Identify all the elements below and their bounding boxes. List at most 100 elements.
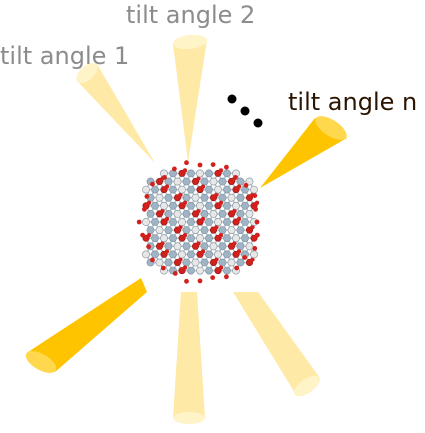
- metal-atom: [245, 177, 254, 186]
- surface-oxygen-atom: [255, 232, 260, 238]
- surface-oxygen-atom: [210, 162, 216, 168]
- metal-atom: [191, 226, 200, 234]
- surface-oxygen-atom: [142, 206, 147, 212]
- metal-atom: [178, 250, 186, 259]
- crystal-atoms: [136, 160, 260, 284]
- surface-oxygen-atom: [172, 166, 177, 172]
- metal-atom: [205, 250, 213, 259]
- metal-atom: [236, 209, 245, 218]
- metal-atom: [182, 258, 191, 267]
- oxygen-atom: [182, 233, 188, 238]
- metal-atom: [241, 201, 249, 210]
- beam-tilt-1-aperture: [76, 62, 98, 84]
- metal-atom: [223, 250, 231, 259]
- metal-atom: [182, 226, 191, 234]
- surface-oxygen-atom: [184, 278, 189, 284]
- surface-oxygen-atom: [197, 278, 203, 284]
- metal-atom: [160, 234, 168, 243]
- metal-atom: [223, 169, 231, 178]
- surface-oxygen-atom: [150, 257, 155, 263]
- metal-atom: [200, 193, 209, 202]
- oxygen-atom: [200, 249, 206, 254]
- metal-atom: [164, 193, 173, 202]
- metal-atom: [164, 226, 173, 234]
- metal-atom: [155, 258, 164, 267]
- metal-atom: [236, 258, 245, 267]
- metal-atom: [155, 226, 164, 234]
- oxygen-atom: [218, 233, 224, 238]
- beam-exit-lower-right-cone: [233, 292, 320, 393]
- metal-atom: [182, 242, 191, 251]
- metal-atom: [196, 169, 204, 178]
- metal-atom: [223, 201, 231, 210]
- beam-tilt-n-cone: [260, 118, 347, 188]
- metal-atom: [187, 250, 195, 259]
- metal-atom: [236, 242, 245, 251]
- oxygen-atom: [250, 257, 255, 262]
- oxygen-atom: [178, 257, 183, 262]
- metal-atom: [205, 266, 213, 275]
- metal-atom: [200, 242, 209, 251]
- surface-oxygen-atom: [146, 244, 152, 250]
- oxygen-atom: [182, 200, 188, 205]
- metal-atom: [187, 234, 195, 243]
- metal-atom: [218, 226, 227, 234]
- metal-atom: [151, 185, 159, 194]
- beam-tilt-2-aperture: [173, 34, 207, 50]
- surface-oxygen-atom: [210, 275, 216, 280]
- surface-oxygen-atom: [162, 175, 167, 180]
- oxygen-atom: [218, 265, 224, 270]
- metal-atom: [178, 185, 186, 194]
- metal-atom: [218, 209, 227, 218]
- metal-atom: [227, 226, 236, 234]
- oxygen-atom: [164, 216, 170, 222]
- nanocrystal-icon: [136, 160, 260, 284]
- oxygen-atom: [182, 265, 188, 270]
- metal-atom: [214, 250, 222, 259]
- oxygen-atom: [196, 176, 201, 181]
- metal-atom: [169, 250, 177, 259]
- oxygen-atom: [196, 241, 201, 246]
- metal-atom: [182, 177, 191, 186]
- metal-atom: [187, 266, 195, 275]
- metal-atom: [187, 185, 195, 194]
- oxygen-atom: [160, 208, 165, 214]
- metal-atom: [187, 201, 195, 210]
- metal-atom: [142, 218, 150, 226]
- surface-oxygen-atom: [224, 274, 229, 280]
- beam-tilt-2: [173, 34, 207, 162]
- tilt-angle-n-label: tilt angle n: [288, 88, 418, 116]
- metal-atom: [218, 242, 227, 251]
- metal-atom: [200, 177, 209, 186]
- beam-exit-lower-left: [25, 278, 147, 373]
- metal-atom: [169, 185, 177, 194]
- metal-atom: [191, 258, 200, 267]
- tilt-angle-1-label: tilt angle 1: [0, 42, 130, 70]
- beam-exit-lower-left-cone: [28, 278, 147, 372]
- metal-atom: [227, 258, 236, 267]
- ellipsis-icon: [227, 94, 263, 128]
- metal-atom: [209, 177, 218, 186]
- metal-atom: [205, 218, 213, 226]
- ellipsis-dot: [240, 106, 250, 116]
- oxygen-atom: [200, 216, 206, 222]
- oxygen-atom: [146, 233, 152, 238]
- oxygen-atom: [232, 241, 237, 246]
- metal-atom: [205, 169, 213, 178]
- ellipsis-dot: [253, 118, 263, 128]
- metal-atom: [209, 242, 218, 251]
- metal-atom: [151, 250, 159, 259]
- ellipsis-dot: [227, 94, 237, 104]
- beam-exit-lower-right: [233, 292, 320, 397]
- metal-atom: [169, 201, 177, 210]
- metal-atom: [223, 266, 231, 275]
- surface-oxygen-atom: [234, 265, 240, 271]
- metal-atom: [142, 185, 150, 194]
- metal-atom: [151, 218, 159, 226]
- oxygen-atom: [214, 257, 219, 262]
- beam-exit-bottom: [173, 292, 205, 424]
- surface-oxygen-atom: [136, 219, 142, 225]
- surface-oxygen-atom: [243, 182, 249, 188]
